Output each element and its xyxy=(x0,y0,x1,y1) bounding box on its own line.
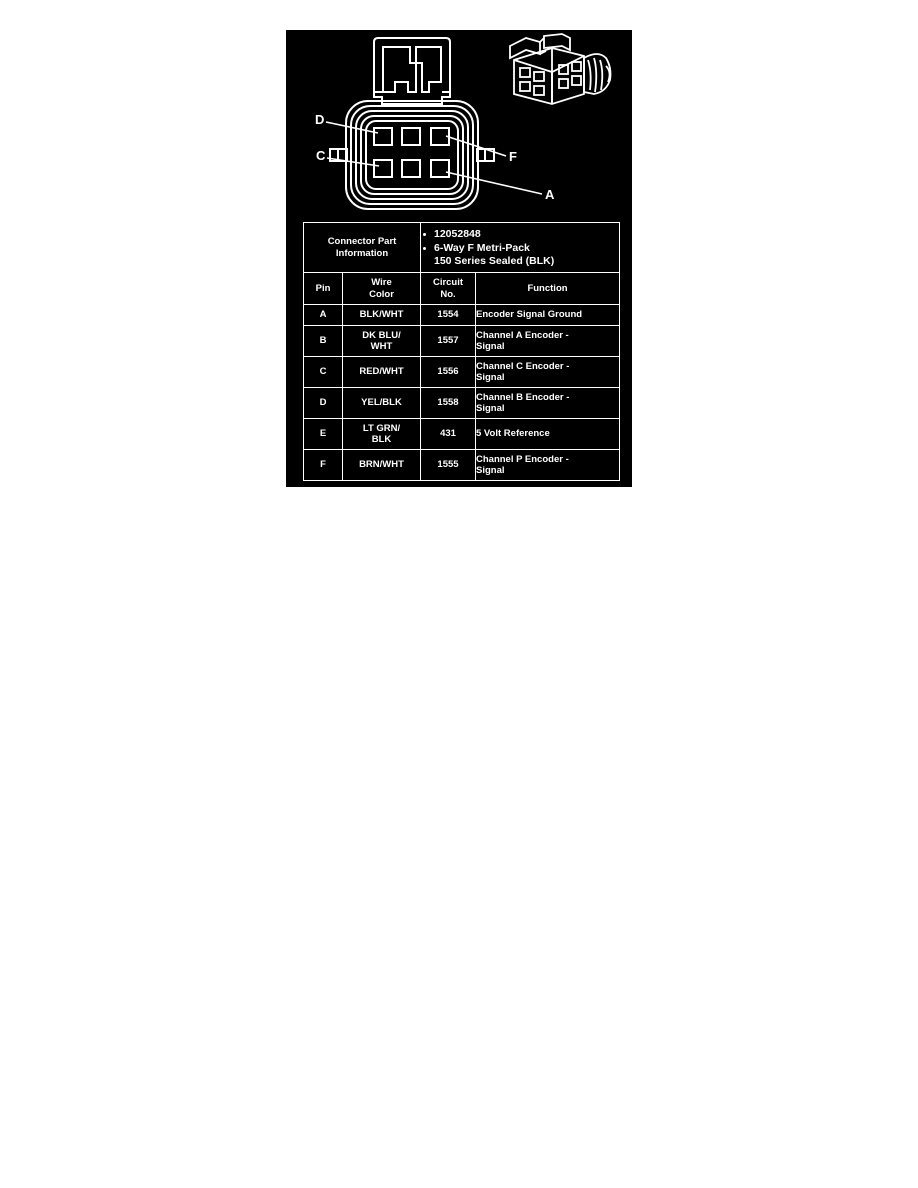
cpi-label-line-1: Connector Part xyxy=(327,236,397,247)
header-pin: Pin xyxy=(303,272,343,305)
connector-figure-panel: D C F A Connector Part Information 12052… xyxy=(286,30,632,487)
cell-pin: E xyxy=(303,418,343,450)
table-row: B DK BLU/ WHT 1557 Channel A Encoder - S… xyxy=(303,325,621,357)
cell-wire-color: YEL/BLK xyxy=(342,387,421,419)
header-circuit-no-line-1: Circuit xyxy=(432,277,464,288)
header-wire-color: Wire Color xyxy=(342,272,421,305)
connector-face-diagram xyxy=(325,37,543,210)
part-number-text: 12052848 xyxy=(434,227,481,240)
table-row: A BLK/WHT 1554 Encoder Signal Ground xyxy=(303,304,621,326)
header-circuit-no-line-2: No. xyxy=(440,288,456,300)
cell-pin: D xyxy=(303,387,343,419)
part-description-line-2: 150 Series Sealed (BLK) xyxy=(434,254,555,267)
cell-wire-color: BLK/WHT xyxy=(342,304,421,326)
wire-color-line-1: YEL/BLK xyxy=(361,397,402,409)
cell-function: Channel A Encoder - Signal xyxy=(474,325,621,357)
cell-circuit-no: 1557 xyxy=(420,325,476,357)
header-circuit-no: Circuit No. xyxy=(420,272,476,305)
function-line-1: Encoder Signal Ground xyxy=(476,309,583,321)
part-bullet-item: 12052848 xyxy=(421,228,619,241)
cell-wire-color: DK BLU/ WHT xyxy=(342,325,421,357)
cell-circuit-no: 431 xyxy=(420,418,476,450)
function-line-1: 5 Volt Reference xyxy=(476,428,550,440)
part-description-line-1: 6-Way F Metri-Pack xyxy=(434,242,530,255)
table-row: F BRN/WHT 1555 Channel P Encoder - Signa… xyxy=(303,449,621,481)
table-row: C RED/WHT 1556 Channel C Encoder - Signa… xyxy=(303,356,621,388)
connector-pinout-table: Connector Part Information 12052848 6-Wa… xyxy=(303,222,621,481)
wire-color-line-1: BRN/WHT xyxy=(359,459,404,471)
cell-pin: F xyxy=(303,449,343,481)
function-line-2: Signal xyxy=(476,465,505,476)
wire-color-line-1: LT GRN/ xyxy=(362,422,401,434)
connector-isometric-view xyxy=(509,33,612,105)
function-line-1: Channel A Encoder - xyxy=(476,329,569,341)
cell-wire-color: LT GRN/ BLK xyxy=(342,418,421,450)
header-function: Function xyxy=(474,272,621,305)
part-bullet-item: 6-Way F Metri-Pack 150 Series Sealed (BL… xyxy=(421,242,619,267)
cell-circuit-no: 1556 xyxy=(420,356,476,388)
connector-part-information-row: Connector Part Information 12052848 6-Wa… xyxy=(303,222,621,273)
table-header-row: Pin Wire Color Circuit No. Function xyxy=(303,272,621,305)
cell-function: Encoder Signal Ground xyxy=(474,304,621,326)
callout-label-a: A xyxy=(545,187,555,202)
cell-pin: C xyxy=(303,356,343,388)
cell-circuit-no: 1554 xyxy=(420,304,476,326)
function-line-2: Signal xyxy=(476,341,505,352)
wire-color-line-1: DK BLU/ xyxy=(362,329,401,341)
function-line-1: Channel B Encoder - xyxy=(476,391,570,403)
header-wire-color-line-1: Wire xyxy=(371,277,392,288)
connector-part-information-label: Connector Part Information xyxy=(303,222,421,273)
function-line-1: Channel C Encoder - xyxy=(476,360,570,372)
cell-function: Channel C Encoder - Signal xyxy=(474,356,621,388)
cell-circuit-no: 1558 xyxy=(420,387,476,419)
cell-wire-color: BRN/WHT xyxy=(342,449,421,481)
table-row: D YEL/BLK 1558 Channel B Encoder - Signa… xyxy=(303,387,621,419)
cell-pin: B xyxy=(303,325,343,357)
cell-pin: A xyxy=(303,304,343,326)
callout-label-d: D xyxy=(315,112,325,127)
function-line-1: Channel P Encoder - xyxy=(476,453,569,465)
cell-wire-color: RED/WHT xyxy=(342,356,421,388)
cell-function: Channel B Encoder - Signal xyxy=(474,387,621,419)
wire-color-line-2: BLK xyxy=(371,434,392,445)
callout-label-c: C xyxy=(316,148,326,163)
part-bullet-list: 12052848 6-Way F Metri-Pack 150 Series S… xyxy=(421,228,619,268)
wire-color-line-1: BLK/WHT xyxy=(359,309,404,321)
wire-color-line-2: WHT xyxy=(370,341,393,352)
cell-function: Channel P Encoder - Signal xyxy=(474,449,621,481)
cell-circuit-no: 1555 xyxy=(420,449,476,481)
connector-part-information-values: 12052848 6-Way F Metri-Pack 150 Series S… xyxy=(419,222,621,273)
header-wire-color-line-2: Color xyxy=(369,288,394,300)
callout-label-f: F xyxy=(509,149,517,164)
table-row: E LT GRN/ BLK 431 5 Volt Reference xyxy=(303,418,621,450)
wire-color-line-1: RED/WHT xyxy=(359,366,404,378)
function-line-2: Signal xyxy=(476,403,505,414)
cpi-label-line-2: Information xyxy=(335,247,389,259)
function-line-2: Signal xyxy=(476,372,505,383)
cell-function: 5 Volt Reference xyxy=(474,418,621,450)
